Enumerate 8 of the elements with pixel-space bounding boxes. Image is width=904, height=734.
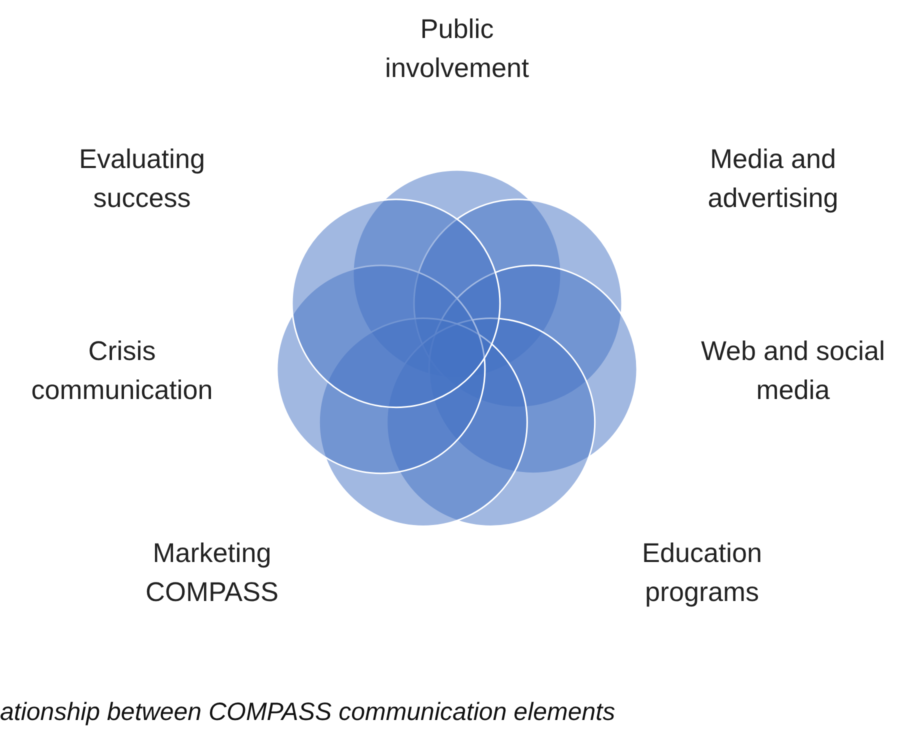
element-label: Public involvement <box>384 13 530 85</box>
element-label: Crisis communication <box>30 335 214 407</box>
element-label: Media and advertising <box>706 143 840 215</box>
element-label: Web and social media <box>700 335 886 407</box>
figure-caption: ationship between COMPASS communication elements <box>0 697 616 728</box>
element-label: Marketing COMPASS <box>144 537 280 609</box>
element-label: Education programs <box>640 537 764 609</box>
element-label: Evaluating success <box>78 143 206 215</box>
